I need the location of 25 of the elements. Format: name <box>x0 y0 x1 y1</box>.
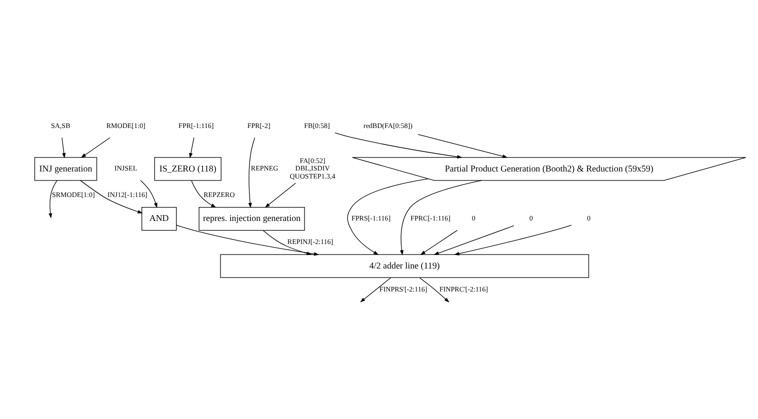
arrow <box>140 180 158 208</box>
arrow <box>62 137 66 158</box>
arrow <box>418 134 508 158</box>
arrow <box>419 277 450 303</box>
arrow <box>176 224 320 256</box>
arrow <box>48 180 58 218</box>
node-box: AND <box>142 206 177 231</box>
node-box: 4/2 adder line (119) <box>220 254 590 278</box>
node-box: IS_ZERO (118) <box>154 157 222 181</box>
node-box: repres. injection generation <box>198 206 305 231</box>
arrow <box>454 224 572 256</box>
arrow <box>420 230 458 255</box>
arrow <box>191 180 216 208</box>
arrow <box>264 182 296 208</box>
arrow <box>400 180 482 256</box>
arrow <box>347 178 429 255</box>
arrow <box>434 225 514 255</box>
arrow <box>189 137 194 158</box>
arrow <box>360 277 392 302</box>
node-box: INJ generation <box>34 157 98 181</box>
arrow <box>80 180 143 214</box>
arrow <box>334 132 462 159</box>
arrow <box>262 230 312 256</box>
arrow <box>80 137 110 158</box>
arrow <box>248 137 256 208</box>
